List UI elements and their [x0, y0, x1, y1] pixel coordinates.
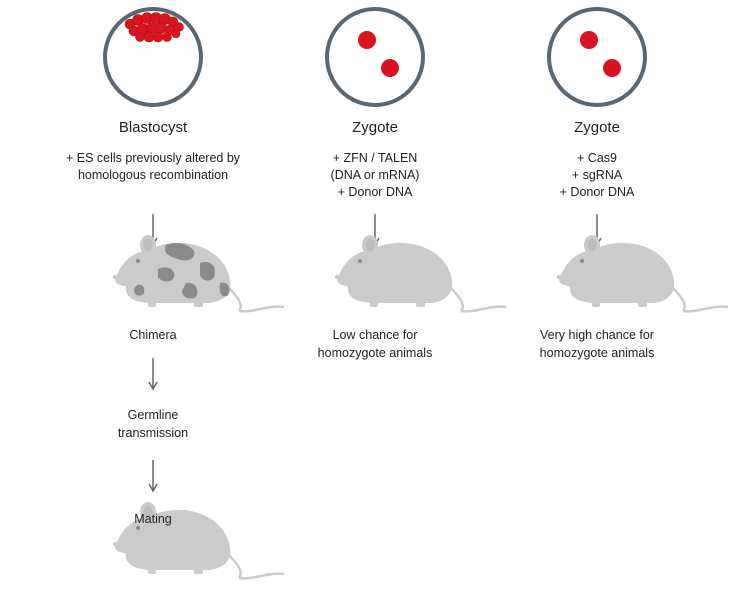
- column-3-title: Zygote: [574, 119, 620, 136]
- zygote-cell-zfn: [325, 7, 425, 107]
- mouse-cas9: [555, 233, 730, 313]
- pronucleus: [580, 31, 598, 49]
- inner-cell-mass: [124, 12, 184, 43]
- column-2-title: Zygote: [352, 119, 398, 136]
- column-2-outcome-line-1: Low chance for: [332, 328, 418, 342]
- column-3-outcome-line-1: Very high chance for: [540, 328, 654, 342]
- column-2-description-line-2: (DNA or mRNA): [330, 168, 420, 182]
- step-germline-line-2: transmission: [117, 426, 189, 440]
- step-mating: Mating: [134, 512, 172, 526]
- column-3-description-line-2: + sgRNA: [571, 168, 623, 182]
- step-germline-line-1: Germline: [127, 408, 179, 422]
- arrow-down: [148, 459, 158, 492]
- column-3-description-line-1: + Cas9: [577, 151, 617, 165]
- pronucleus: [603, 59, 621, 77]
- column-3-description-line-3: + Donor DNA: [559, 185, 635, 199]
- arrow-down: [148, 357, 158, 390]
- pronucleus: [381, 59, 399, 77]
- zygote-cell-cas9: [547, 7, 647, 107]
- column-2-description-line-3: + Donor DNA: [337, 185, 413, 199]
- column-1-description-line-1: + ES cells previously altered by: [65, 151, 241, 165]
- step-chimera: Chimera: [129, 328, 177, 342]
- column-2-description-line-1: + ZFN / TALEN: [332, 151, 418, 165]
- chimera-mouse: [111, 233, 286, 313]
- column-3-outcome-line-2: homozygote animals: [539, 346, 655, 360]
- column-1-title: Blastocyst: [118, 119, 188, 136]
- pronucleus: [358, 31, 376, 49]
- mouse-zfn-talen: [333, 233, 508, 313]
- column-2-outcome-line-2: homozygote animals: [317, 346, 433, 360]
- column-1-description-line-2: homologous recombination: [77, 168, 229, 182]
- blastocyst-cell: [103, 7, 203, 107]
